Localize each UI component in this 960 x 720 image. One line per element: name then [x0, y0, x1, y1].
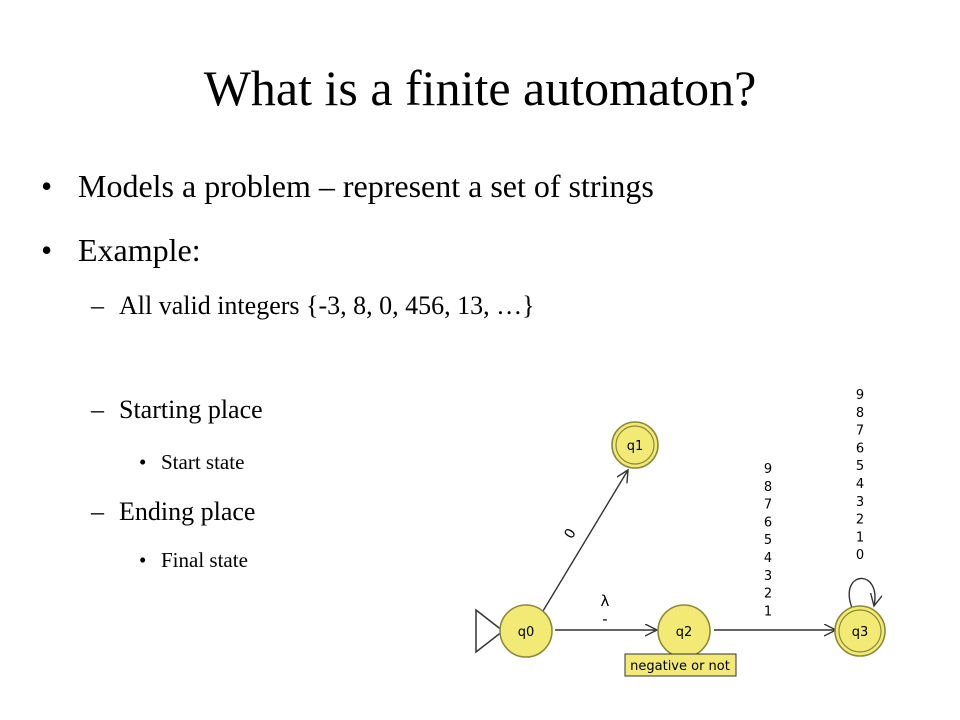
state-note-text: negative or not	[630, 659, 730, 674]
edge-q3-loop	[848, 577, 875, 609]
state-note-q2: negative or not	[624, 653, 737, 677]
edge-label-digit: 1	[856, 530, 864, 545]
edge-label-minus: -	[602, 610, 607, 628]
bullet-text: Models a problem – represent a set of st…	[78, 168, 654, 204]
edge-label-digit: 5	[856, 459, 864, 474]
bullet-marker: •	[139, 450, 147, 474]
state-label: q2	[676, 625, 693, 640]
edge-label-digit: 9	[856, 388, 864, 403]
subbullet-text: Starting place	[119, 395, 263, 424]
subbullet-text: Ending place	[119, 497, 256, 526]
dash-marker: –	[91, 291, 104, 320]
edge-labels-q3-loop: 9 8 7 6 5 4 3 2 1 0	[856, 388, 864, 563]
subbullet-integers: – All valid integers {-3, 8, 0, 456, 13,…	[91, 290, 535, 322]
edge-label-q0-q1: 0	[561, 526, 579, 542]
subbullet-starting-place: – Starting place	[91, 394, 263, 426]
edge-label-digit: 1	[764, 604, 772, 619]
bullet-marker: •	[139, 548, 147, 572]
edge-label-digit: 4	[856, 477, 864, 492]
subsub-final-state: • Final state	[139, 547, 248, 573]
state-label: q1	[627, 439, 644, 454]
edge-q0-q1	[542, 470, 628, 612]
dash-marker: –	[91, 497, 104, 526]
edge-label-digit: 3	[856, 495, 864, 510]
edge-labels-q2-q3: 9 8 7 6 5 4 3 2 1	[764, 462, 772, 619]
state-q3: q3	[834, 605, 886, 657]
bullet-example: • Example:	[41, 230, 201, 270]
bullet-marker: •	[41, 168, 53, 204]
edge-label-digit: 3	[764, 569, 772, 584]
edge-label-digit: 6	[856, 441, 864, 456]
bullet-models: • Models a problem – represent a set of …	[41, 166, 654, 206]
edge-label-digit: 0	[856, 548, 864, 563]
dash-marker: –	[91, 395, 104, 424]
edge-label-digit: 8	[856, 406, 864, 421]
state-q1: q1	[611, 421, 659, 469]
state-label: q3	[852, 625, 869, 640]
slide-title: What is a finite automaton?	[203, 60, 757, 116]
subsub-text: Start state	[161, 450, 245, 474]
edge-label-digit: 4	[764, 551, 772, 566]
edge-label-digit: 6	[764, 515, 772, 530]
edge-label-lambda: λ	[601, 592, 610, 610]
edge-label-digit: 7	[764, 498, 772, 513]
edge-label-digit: 5	[764, 533, 772, 548]
subbullet-ending-place: – Ending place	[91, 496, 256, 528]
edge-label-digit: 8	[764, 480, 772, 495]
state-label: q0	[518, 625, 535, 640]
edge-label-digit: 2	[764, 587, 772, 602]
bullet-text: Example:	[78, 232, 201, 268]
state-q0: q0	[499, 604, 553, 658]
edge-label-digit: 7	[856, 424, 864, 439]
subsub-start-state: • Start state	[139, 449, 245, 475]
initial-state-marker	[475, 608, 505, 654]
subsub-text: Final state	[161, 548, 248, 572]
bullet-marker: •	[41, 232, 53, 268]
edge-label-digit: 2	[856, 513, 864, 528]
subbullet-text: All valid integers {-3, 8, 0, 456, 13, ……	[119, 291, 535, 320]
edge-label-digit: 9	[764, 462, 772, 477]
state-q2: q2	[657, 604, 711, 658]
